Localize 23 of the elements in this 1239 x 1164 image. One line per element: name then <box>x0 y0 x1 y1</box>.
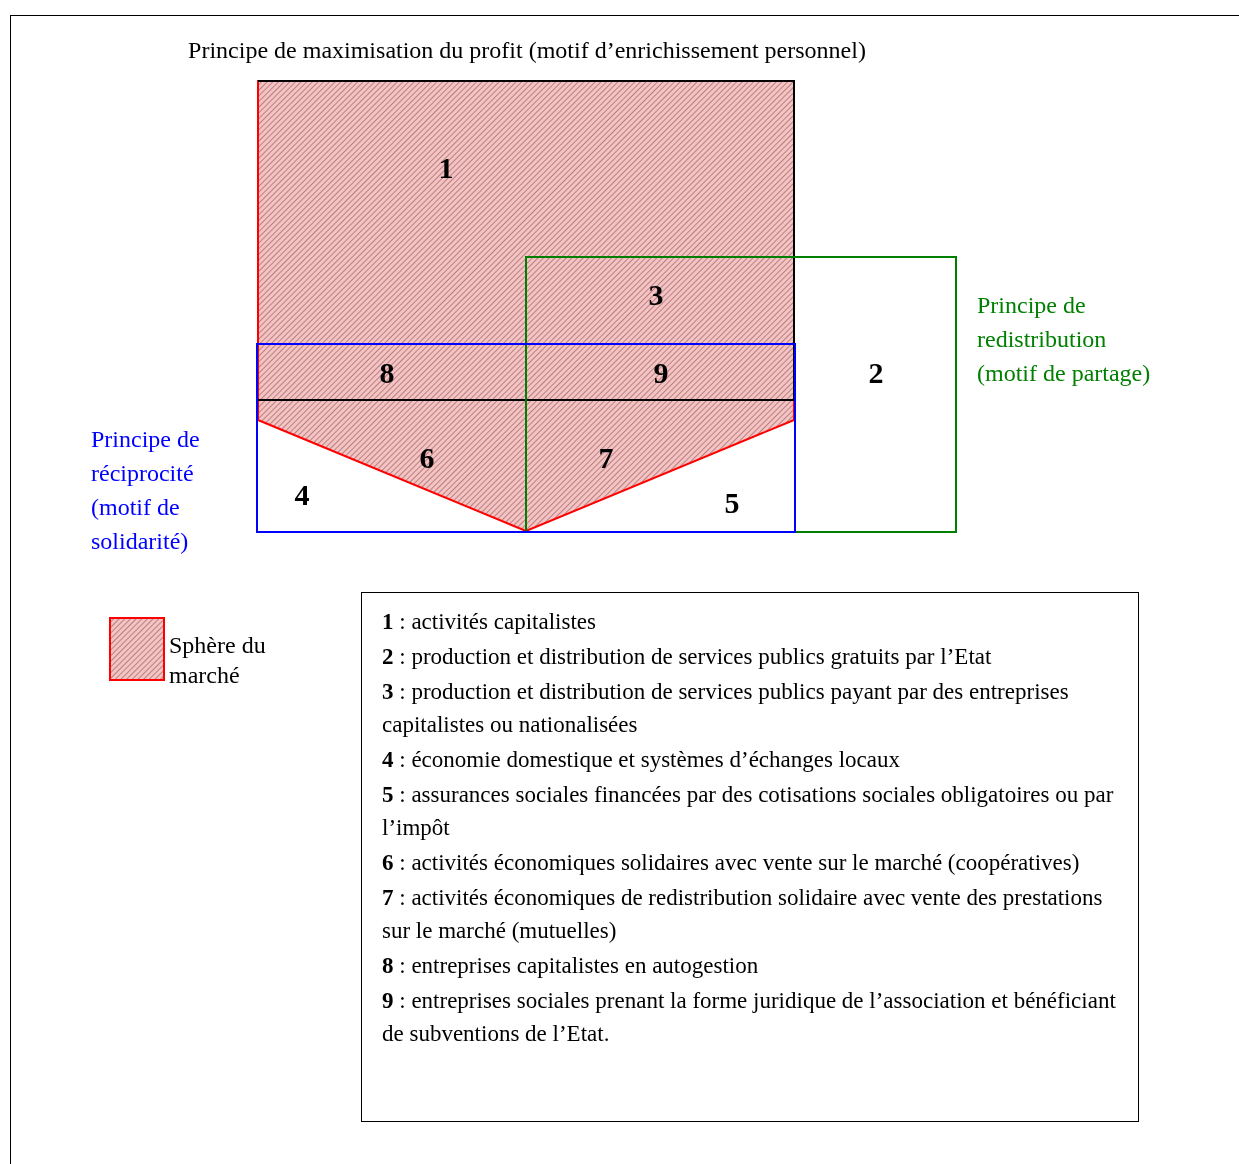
legend-entry: 9 : entreprises sociales prenant la forme juridique de l’association et bénéficiant de subventions de l’Etat. <box>382 987 1117 1048</box>
legend-entry: 8 : entreprises capitalistes en autogestion <box>382 952 760 980</box>
legend-entry: 5 : assurances sociales financées par des cotisations sociales obligatoires ou par l’impôt <box>382 781 1115 842</box>
region-number: 1 <box>438 153 454 183</box>
region-number: 6 <box>419 443 435 473</box>
principle-heading: Principe de redistribution (motif de partage) <box>977 291 1152 388</box>
region-number: 4 <box>294 480 310 510</box>
legend-entry: 1 : activités capitalistes <box>382 608 597 636</box>
principle-heading: Principe de maximisation du profit (motif d’enrichissement personnel) <box>187 36 867 65</box>
legend-entry: 4 : économie domestique et systèmes d’échanges locaux <box>382 746 901 774</box>
legend-label: Sphère du marché <box>169 631 267 690</box>
region-number: 8 <box>379 358 395 388</box>
legend-entry: 7 : activités économiques de redistribution solidaire avec vente des prestations sur le marché (mutuelles) <box>382 884 1104 945</box>
legend-entry: 6 : activités économiques solidaires avec vente sur le marché (coopératives) <box>382 849 1081 877</box>
region-number: 9 <box>653 358 669 388</box>
region-number: 7 <box>598 443 614 473</box>
legend-entry: 2 : production et distribution de services publics gratuits par l’Etat <box>382 643 993 671</box>
principle-heading: Principe de réciprocité (motif de solidarité) <box>91 425 201 556</box>
region-number: 5 <box>724 488 740 518</box>
region-number: 2 <box>868 358 884 388</box>
region-number: 3 <box>648 280 664 310</box>
legend-entry: 3 : production et distribution de services publics payant par des entreprises capitalistes ou nationalisées <box>382 678 1070 739</box>
legend-box <box>361 592 1139 1122</box>
